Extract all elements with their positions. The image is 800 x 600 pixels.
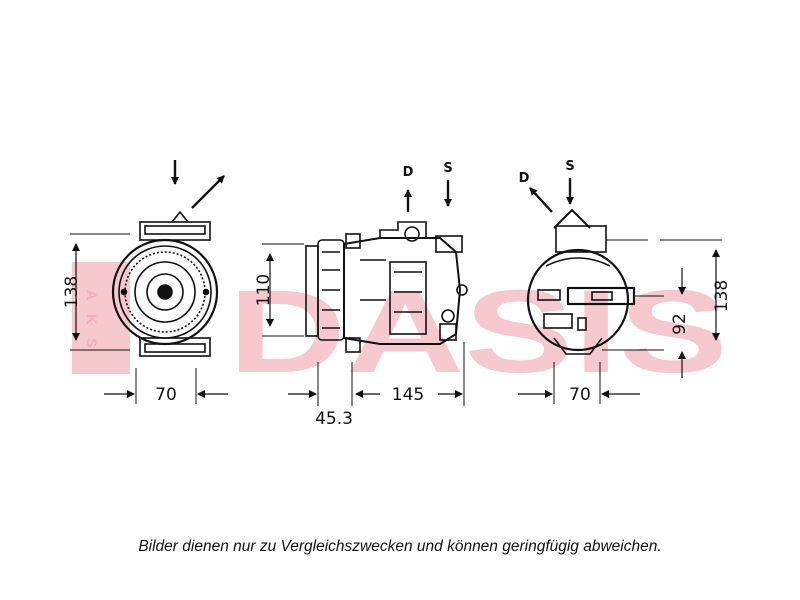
- rear-housing-rib-top: [545, 257, 611, 267]
- rear-detail-lower: [543, 313, 573, 329]
- watermark: AKS DASIS: [72, 262, 728, 398]
- front-view: [70, 160, 228, 404]
- front-bottom-bracket-inner: [144, 343, 206, 353]
- front-top-bracket-inner: [144, 225, 206, 235]
- front-height-label: 138: [62, 276, 82, 308]
- side-port-s-label: S: [443, 161, 452, 176]
- front-bolt-right: [202, 288, 210, 296]
- side-mount-top-left: [345, 233, 361, 249]
- rear-discharge-arrow: [529, 187, 553, 213]
- watermark-brand: AKS: [84, 290, 100, 362]
- side-rear-boss: [456, 284, 468, 296]
- disclaimer-text: Bilder dienen nur zu Vergleichszwecken u…: [138, 538, 662, 555]
- front-bottom-bracket: [139, 337, 211, 357]
- front-hub-center: [157, 284, 173, 300]
- side-body: [343, 237, 462, 345]
- front-hub-ring: [146, 273, 184, 311]
- side-port-s-fitting: [435, 235, 463, 253]
- front-pulley-outer: [111, 238, 219, 346]
- rear-head-block: [555, 225, 607, 253]
- side-port-block: [379, 221, 427, 238]
- front-top-bracket: [139, 221, 211, 241]
- rear-view: [518, 178, 722, 404]
- rear-port-d-label: D: [519, 171, 530, 186]
- front-clutch-plate: [134, 261, 196, 323]
- side-plug: [441, 309, 455, 323]
- front-pulley-rim: [118, 245, 212, 339]
- side-offset-label: 45.3: [315, 409, 353, 429]
- side-port-d-label: D: [403, 165, 414, 180]
- side-view: [262, 180, 468, 406]
- side-mount-bottom-left: [345, 337, 361, 353]
- rear-valve-connector: [591, 291, 613, 301]
- watermark-word: DASIS: [228, 266, 728, 398]
- front-width-label: 70: [155, 385, 177, 405]
- rear-port-s-label: S: [565, 159, 574, 174]
- rear-foot: [553, 337, 603, 355]
- rear-port-head: [553, 208, 591, 229]
- rear-width-label: 70: [569, 385, 591, 405]
- front-bolt-left: [120, 288, 128, 296]
- side-height-label: 110: [254, 274, 274, 306]
- rear-port-height-label: 92: [670, 313, 690, 335]
- rear-detail-lower-small: [577, 317, 587, 331]
- rear-height-label: 138: [712, 280, 732, 312]
- front-discharge-arrow: [191, 175, 225, 209]
- side-mount-bottom-right: [439, 323, 457, 341]
- front-port-nub: [171, 210, 189, 223]
- side-length-label: 145: [392, 385, 424, 405]
- rear-detail-left: [537, 289, 561, 301]
- rear-housing: [526, 248, 630, 352]
- side-valve-box: [389, 261, 427, 335]
- side-port-d-fitting: [404, 226, 420, 242]
